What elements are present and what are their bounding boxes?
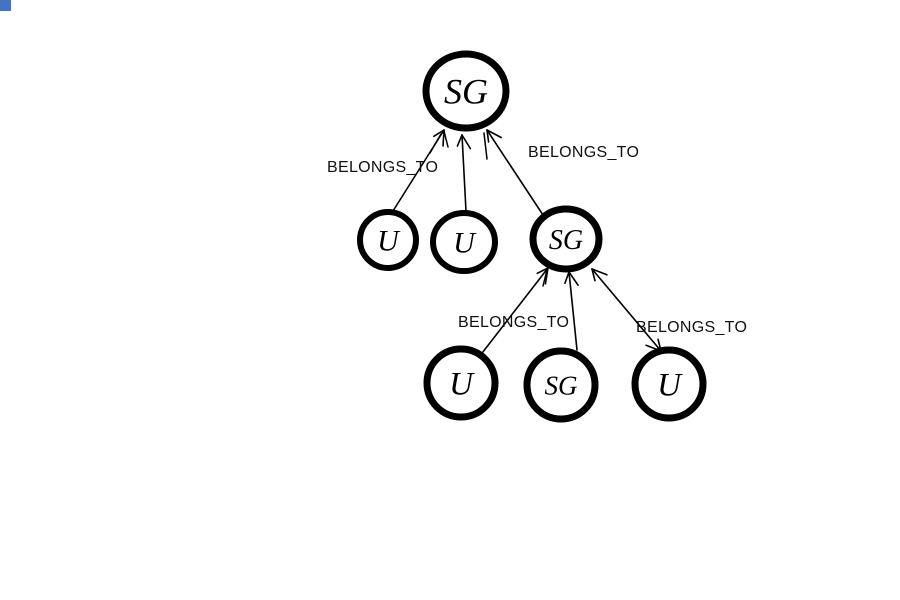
arrowhead-icon [591,268,608,276]
edge-label: BELONGS_TO [528,144,639,161]
arrowhead-icon [657,338,662,352]
node-label-sg-top: SG [444,72,488,112]
arrowhead-icon [456,134,463,147]
sketch-stroke [483,132,488,160]
node-label-sg-mid: SG [549,225,583,256]
node-circle-u-bottom-right [631,346,707,422]
node-label-u-mid-right: U [453,227,477,260]
edge-line-belongs-to-5 [568,271,578,351]
node-circle-sg-mid [529,205,603,273]
node-label-u-bottom-left: U [449,367,475,403]
arrowhead-icon [486,129,490,143]
arrowhead-icon [433,129,445,138]
sketch-stroke [542,269,548,287]
arrowhead-icon [486,129,502,139]
sketch-stroke [443,130,449,148]
edge-line-belongs-to-2 [461,134,467,212]
blue-corner-square [0,0,11,11]
node-label-u-mid-left: U [377,225,401,258]
node-circle-u-mid-left [357,209,419,271]
arrowhead-icon [645,344,662,352]
edge-line-belongs-to-3 [486,129,544,216]
sketch-stroke [429,133,442,154]
node-label-sg-bottom: SG [545,370,578,400]
node-circle-sg-bottom [523,347,599,423]
node-label-u-bottom-right: U [657,368,683,404]
node-circle-sg-top [422,50,510,132]
node-circle-u-bottom-left [423,345,499,421]
arrowhead-icon [461,134,472,150]
node-circle-u-mid-right [430,210,498,274]
arrowhead-icon [568,271,579,286]
edge-line-belongs-to-6 [591,268,662,352]
edge-label: BELONGS_TO [458,314,569,331]
edge-label: BELONGS_TO [636,319,747,336]
edge-label: BELONGS_TO [327,159,438,176]
edge-line-belongs-to-4 [478,267,549,358]
arrowhead-icon [536,267,549,275]
arrowhead-icon [564,271,570,285]
arrowhead-icon [591,268,596,282]
